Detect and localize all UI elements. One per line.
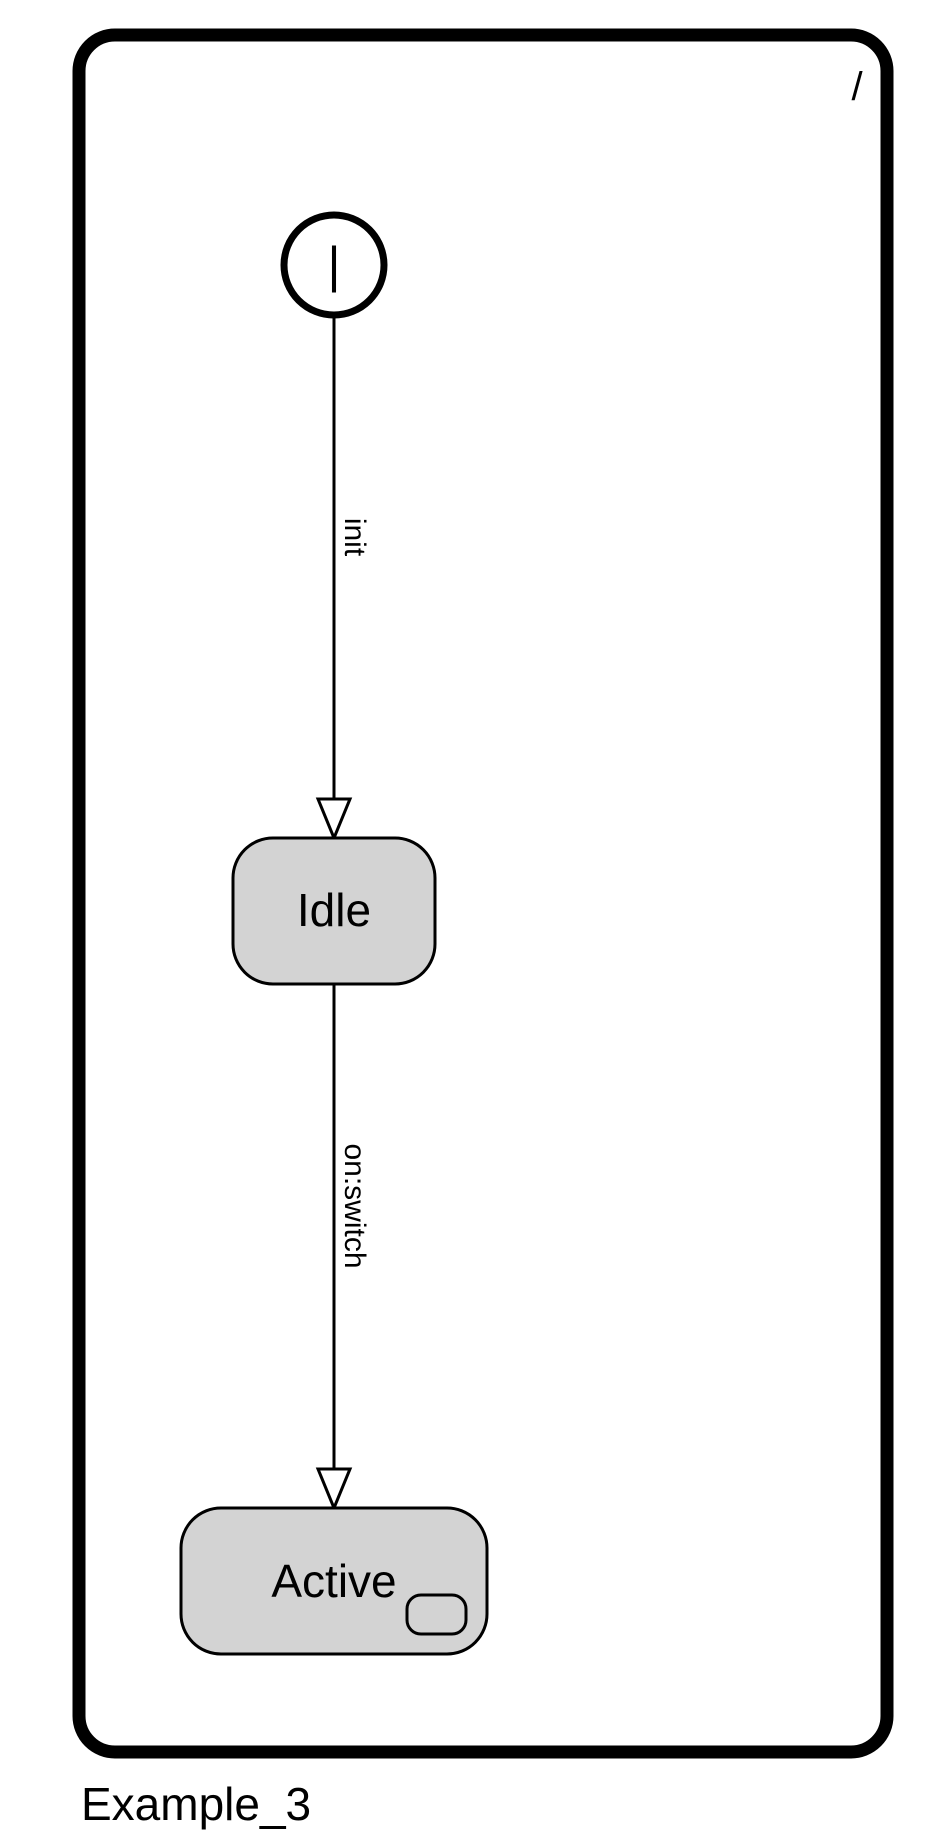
initial-state-symbol: |	[328, 237, 341, 293]
transition-init-label: init	[338, 518, 371, 557]
transition-on-switch-label: on:switch	[338, 1143, 371, 1268]
chart-path-label: /	[851, 65, 863, 109]
state-idle[interactable]: Idle	[231, 836, 437, 986]
transition-on-switch-arrowhead	[315, 1467, 353, 1512]
state-active-box	[179, 1506, 489, 1656]
chart-name-label: Example_3	[81, 1778, 311, 1830]
state-idle-label: Idle	[297, 884, 371, 936]
transition-init-arrowhead	[315, 797, 353, 842]
initial-state[interactable]: |	[280, 211, 388, 319]
state-active[interactable]: Active	[179, 1506, 489, 1656]
state-active-label: Active	[271, 1555, 396, 1607]
transition-init[interactable]: init	[315, 315, 371, 842]
transition-on-switch[interactable]: on:switch	[315, 984, 371, 1512]
substate-icon	[405, 1593, 468, 1636]
chart-frame	[72, 28, 894, 1759]
